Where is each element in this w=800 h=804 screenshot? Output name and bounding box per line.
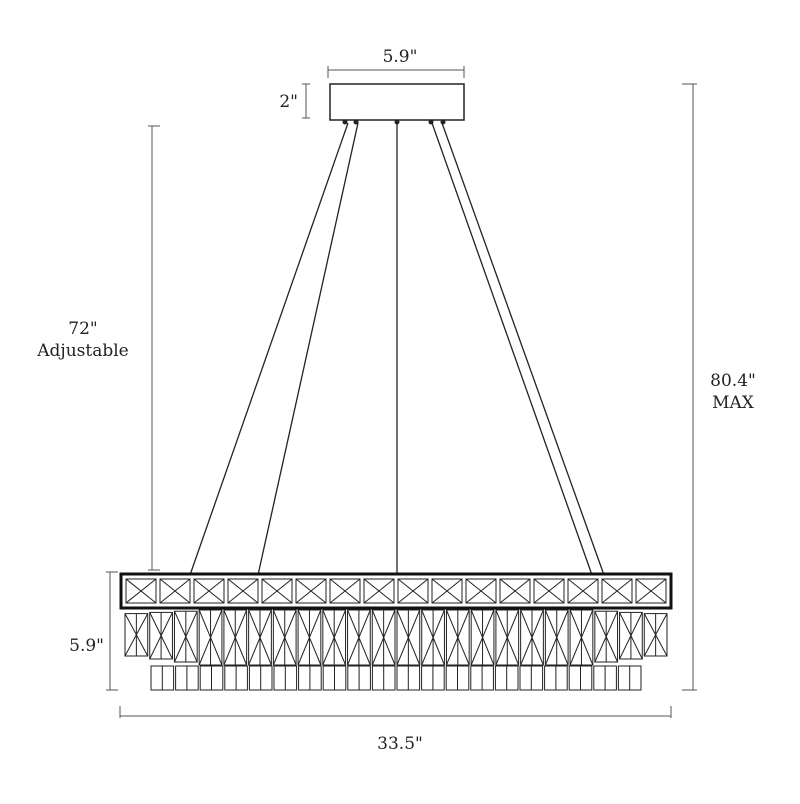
body-height-label: 5.9" xyxy=(69,636,104,656)
band-crystal xyxy=(295,578,327,604)
max-height-label: 80.4" MAX xyxy=(688,370,778,414)
canopy-width-label: 5.9" xyxy=(382,47,418,67)
band-crystal xyxy=(635,578,667,604)
band-crystal xyxy=(363,578,395,604)
band-crystal xyxy=(499,578,531,604)
band-crystal xyxy=(567,578,599,604)
top-crystal-band xyxy=(119,572,673,610)
bottom-crystal-tier xyxy=(150,665,642,691)
band-crystal xyxy=(431,578,463,604)
max-height-value: 80.4" xyxy=(710,371,756,391)
band-crystal xyxy=(193,578,225,604)
band-crystal xyxy=(601,578,633,604)
band-crystal xyxy=(159,578,191,604)
band-crystal xyxy=(533,578,565,604)
max-height-note: MAX xyxy=(712,393,754,413)
band-crystal xyxy=(227,578,259,604)
rod-length-label: 72" Adjustable xyxy=(18,318,148,362)
middle-crystal-tier xyxy=(124,609,668,666)
rod-length-value: 72" xyxy=(68,319,98,339)
band-crystal xyxy=(397,578,429,604)
suspension-cables xyxy=(189,122,605,576)
dimension-lines xyxy=(106,66,697,718)
band-crystal xyxy=(329,578,361,604)
rod-length-note: Adjustable xyxy=(37,341,129,361)
band-crystal xyxy=(125,578,157,604)
band-crystal xyxy=(261,578,293,604)
canopy xyxy=(329,83,465,121)
overall-width-label: 33.5" xyxy=(377,734,423,754)
canopy-height-label: 2" xyxy=(279,92,298,112)
band-crystal xyxy=(465,578,497,604)
